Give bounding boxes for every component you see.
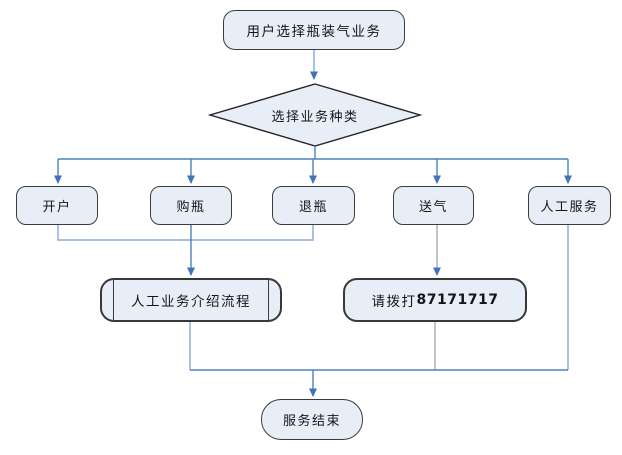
call-hotline-prefix: 请拨打: [371, 294, 417, 310]
node-intro-process: 人工业务介绍流程: [100, 278, 282, 322]
node-return-bottle: 退瓶: [272, 186, 355, 225]
edge-return-bottle-join: [191, 225, 314, 241]
node-start: 用户选择瓶装气业务: [223, 10, 405, 50]
edge-open-account-join: [57, 225, 191, 241]
call-hotline-number: 87171717: [416, 292, 499, 308]
edge-decision-rail: [58, 146, 568, 160]
node-deliver-gas: 送气: [393, 186, 474, 225]
node-open-account: 开户: [16, 186, 98, 225]
node-buy-bottle: 购瓶: [150, 186, 232, 225]
node-decision-label: 选择业务种类: [271, 109, 359, 125]
node-manual-service: 人工服务: [528, 186, 611, 225]
node-end: 服务结束: [261, 399, 363, 440]
